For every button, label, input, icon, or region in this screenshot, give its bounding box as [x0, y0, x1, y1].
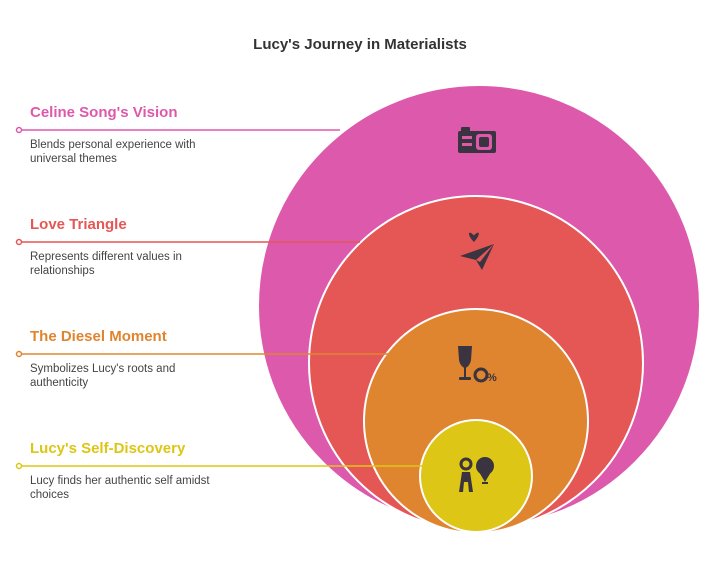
wine-glass-percent-icon: %: [458, 346, 497, 384]
connector-celine: [15, 126, 340, 134]
layer-description: Represents different values in relations…: [30, 251, 182, 277]
layer-description: Symbolizes Lucy's roots and authenticity: [30, 363, 176, 389]
circle-self-discovery: [419, 419, 533, 533]
connector-diesel-moment: [15, 350, 388, 358]
layer-description: Blends personal experience with universa…: [30, 139, 196, 165]
layer-label-love-triangle: Love Triangle Represents different value…: [30, 216, 230, 278]
layer-label-celine-songs-vision: Celine Song's Vision Blends personal exp…: [30, 104, 230, 166]
connector-self-discovery: [15, 462, 428, 470]
person-choice-icon: [459, 457, 494, 492]
layer-heading: The Diesel Moment: [30, 328, 167, 345]
layer-heading: Celine Song's Vision: [30, 104, 178, 121]
connector-love-triangle: [15, 238, 360, 246]
heart-plane-icon: [460, 232, 494, 270]
camera-icon: [458, 127, 496, 153]
layer-description: Lucy finds her authentic self amidst cho…: [30, 475, 210, 501]
layer-heading: Lucy's Self-Discovery: [30, 440, 186, 457]
diagram-title: Lucy's Journey in Materialists: [253, 36, 467, 53]
layer-heading: Love Triangle: [30, 216, 127, 233]
layer-label-diesel-moment: The Diesel Moment Symbolizes Lucy's root…: [30, 328, 230, 390]
layer-label-self-discovery: Lucy's Self-Discovery Lucy finds her aut…: [30, 440, 230, 502]
svg-text:%: %: [487, 372, 497, 384]
